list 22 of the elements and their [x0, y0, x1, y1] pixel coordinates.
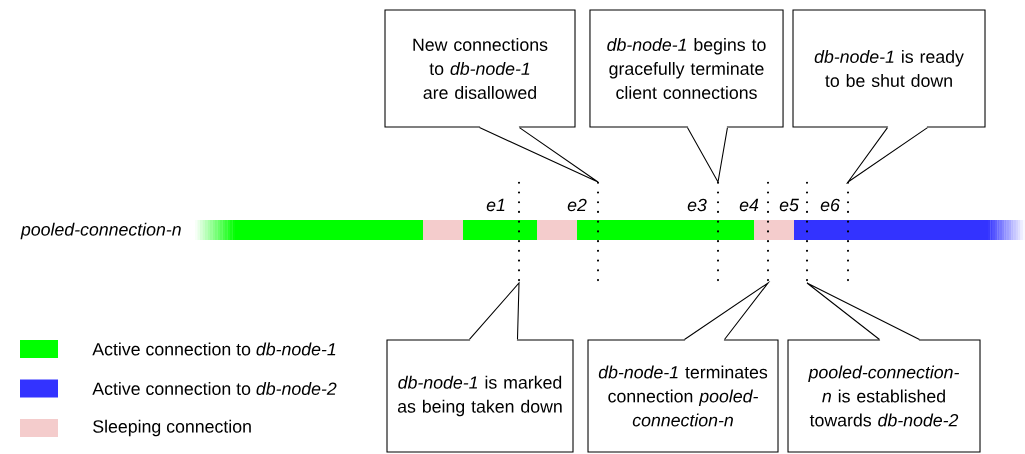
event-label: e3 — [687, 198, 707, 212]
dotted-marker-line — [716, 181, 720, 283]
callout-bubble: db-node-1 begins to gracefully terminate client connections — [589, 9, 784, 184]
event-label: e6 — [820, 198, 840, 212]
dotted-marker-line — [596, 181, 600, 283]
callout-bubble: db-node-1 is marked as being taken down — [386, 281, 574, 453]
legend-label: Active connection to db-node-2 — [92, 382, 337, 396]
dotted-marker-line — [846, 181, 850, 283]
event-label: e2 — [567, 198, 587, 212]
callout-bubble: db-node-1 is ready to be shut down — [792, 9, 986, 185]
dotted-marker-line — [766, 181, 770, 283]
timeline-label: pooled-connection-n — [20, 222, 181, 240]
event-label: e5 — [779, 198, 799, 212]
callout-bubble: New connections to db-node-1 are disallowed — [384, 9, 599, 183]
callout-bubble: db-node-1 terminates connection pooled-connection-n — [587, 280, 779, 453]
legend-label: Sleeping connection — [93, 419, 251, 437]
dotted-marker-line — [517, 181, 521, 283]
event-label: e4 — [739, 198, 759, 212]
event-label: e1 — [486, 198, 505, 212]
callout-bubble: pooled-connection-n is established towards db-node-2 — [787, 282, 981, 453]
legend-label: Active connection to db-node-1 — [92, 342, 336, 356]
dotted-marker-line — [805, 181, 809, 283]
